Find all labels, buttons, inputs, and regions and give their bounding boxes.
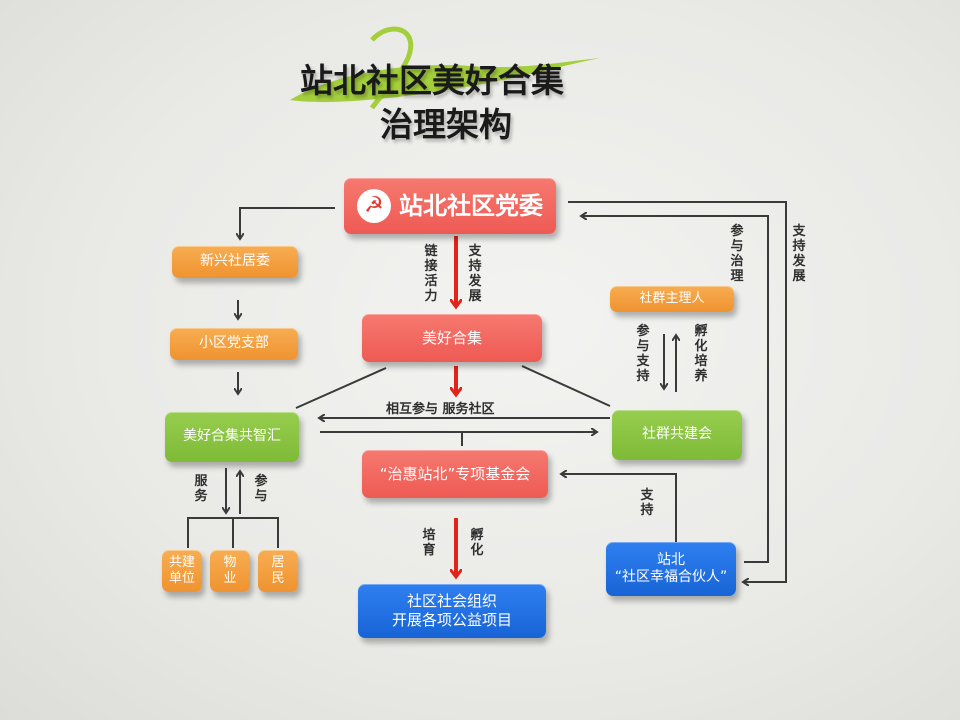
estate-branch-node: 小区党支部 — [170, 328, 298, 360]
label-support-dev: 支持发展 — [468, 244, 482, 304]
projects-line1: 社区社会组织 — [406, 592, 497, 611]
arrow-party-support-develop — [568, 201, 787, 582]
line-collection-to-thinktank — [295, 367, 387, 409]
title-swoosh-loop — [369, 26, 414, 110]
community-council-node: 社群共建会 — [612, 410, 742, 460]
label-participate-support: 参与支持 — [636, 324, 650, 384]
party-committee-label: 站北社区党委 — [399, 192, 543, 220]
board-title-line2: 治理架构 — [380, 105, 512, 144]
hammer-sickle-icon: ☭ — [357, 189, 391, 223]
label-incubate-cultivate: 孵化培养 — [694, 324, 708, 384]
line-party-to-xinxing — [240, 207, 335, 238]
residents-node: 居民 — [258, 550, 298, 592]
line-collection-to-council — [521, 365, 611, 407]
partners-line2: “社区幸福合伙人” — [614, 569, 728, 585]
meihao-collection-node: 美好合集 — [362, 314, 542, 362]
label-link-vitality: 链接活力 — [424, 244, 438, 304]
builder-units-node: 共建单位 — [162, 550, 202, 592]
label-serve: 服务 — [194, 474, 208, 504]
arrow-partners-participate-govern — [582, 216, 769, 563]
title-swoosh — [290, 58, 600, 103]
label-support: 支持 — [640, 488, 654, 518]
partners-node: 站北 “社区幸福合伙人” — [606, 542, 736, 596]
label-incubate: 孵化 — [470, 528, 484, 558]
board-title-line1: 站北社区美好合集 — [300, 61, 564, 100]
label-participate: 参与 — [254, 474, 268, 504]
partners-line1: 站北 — [657, 551, 685, 568]
fund-node: “治惠站北”专项基金会 — [362, 450, 548, 498]
arrow-partners-to-fund — [562, 474, 677, 544]
label-support-dev-right: 支持发展 — [792, 224, 806, 284]
think-tank-node: 美好合集共智汇 — [165, 412, 299, 462]
label-participate-govern: 参与治理 — [730, 224, 744, 284]
party-committee-node: ☭ 站北社区党委 — [344, 178, 556, 234]
projects-node: 社区社会组织 开展各项公益项目 — [358, 584, 546, 638]
property-node: 物业 — [210, 550, 250, 592]
label-mutual-serve: 相互参与 服务社区 — [386, 402, 495, 417]
xinxing-committee-node: 新兴社居委 — [172, 246, 298, 278]
community-masters-node: 社群主理人 — [610, 286, 734, 312]
projects-line2: 开展各项公益项目 — [391, 611, 512, 629]
label-cultivate: 培育 — [422, 528, 436, 558]
